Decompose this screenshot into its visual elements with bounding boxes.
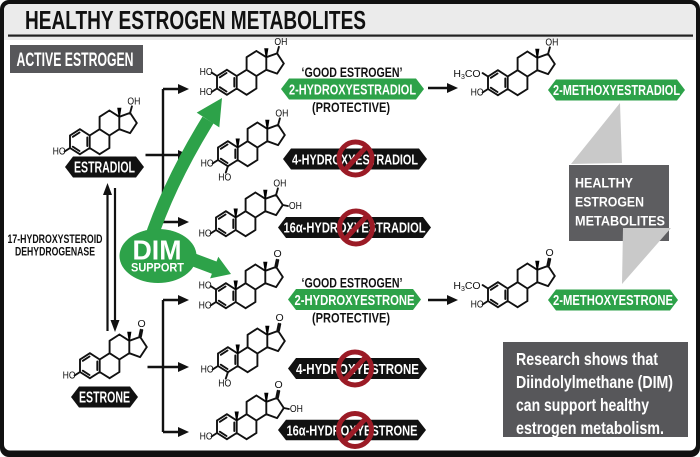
svg-text:OH: OH [273, 177, 286, 189]
svg-text:OH: OH [289, 200, 302, 212]
svg-text:O: O [275, 379, 283, 391]
svg-text:HEALTHY: HEALTHY [575, 176, 633, 191]
svg-text:(PROTECTIVE): (PROTECTIVE) [312, 99, 390, 115]
svg-text:‘GOOD ESTROGEN’: ‘GOOD ESTROGEN’ [302, 64, 403, 80]
svg-text:estrogen metabolism.: estrogen metabolism. [516, 418, 664, 438]
svg-text:OH: OH [275, 107, 288, 119]
svg-text:2-HYDROXYESTRONE: 2-HYDROXYESTRONE [295, 292, 415, 309]
svg-text:‘GOOD ESTROGEN’: ‘GOOD ESTROGEN’ [302, 275, 403, 291]
svg-text:HO: HO [201, 363, 214, 375]
svg-text:HO: HO [199, 280, 212, 292]
svg-text:HO: HO [53, 145, 66, 157]
svg-text:(PROTECTIVE): (PROTECTIVE) [312, 310, 390, 326]
svg-text:HO: HO [200, 66, 213, 78]
svg-text:DEHYDROGENASE: DEHYDROGENASE [15, 247, 95, 259]
svg-text:H3CO: H3CO [453, 68, 480, 81]
svg-text:OH: OH [290, 403, 303, 415]
svg-text:O: O [276, 312, 284, 324]
svg-text:O: O [274, 248, 282, 260]
svg-text:HEALTHY ESTROGEN METABOLITES: HEALTHY ESTROGEN METABOLITES [25, 7, 366, 35]
svg-text:HO: HO [63, 369, 76, 381]
svg-text:OH: OH [127, 95, 140, 107]
svg-text:2-METHOXYESTRADIOL: 2-METHOXYESTRADIOL [553, 83, 680, 99]
svg-text:METABOLITES: METABOLITES [575, 214, 665, 229]
svg-text:HO: HO [471, 86, 484, 98]
svg-text:SUPPORT: SUPPORT [131, 263, 184, 275]
svg-text:O: O [138, 318, 146, 330]
svg-text:ACTIVE ESTROGEN: ACTIVE ESTROGEN [17, 50, 134, 71]
svg-text:HO: HO [200, 430, 213, 442]
svg-text:HO: HO [201, 157, 214, 169]
svg-text:HO: HO [471, 298, 484, 310]
svg-text:17-HYDROXYSTEROID: 17-HYDROXYSTEROID [8, 234, 103, 246]
svg-text:2-METHOXYESTRONE: 2-METHOXYESTRONE [553, 293, 673, 309]
svg-text:HO: HO [218, 172, 231, 184]
svg-text:Research shows that: Research shows that [516, 349, 658, 369]
svg-text:HO: HO [199, 227, 212, 239]
svg-text:OH: OH [274, 36, 287, 48]
svg-text:Diindolylmethane (DIM): Diindolylmethane (DIM) [516, 372, 673, 392]
svg-text:HO: HO [199, 299, 212, 311]
svg-text:can support healthy: can support healthy [516, 395, 649, 415]
svg-text:ESTROGEN: ESTROGEN [575, 195, 644, 210]
svg-text:ESTRADIOL: ESTRADIOL [74, 159, 135, 176]
svg-text:O: O [546, 247, 554, 259]
svg-text:H3CO: H3CO [453, 280, 480, 293]
svg-text:ESTRONE: ESTRONE [79, 389, 130, 406]
svg-text:HO: HO [200, 86, 213, 98]
svg-text:HO: HO [218, 378, 231, 390]
svg-text:DIM: DIM [133, 235, 182, 266]
svg-text:2-HYDROXYESTRADIOL: 2-HYDROXYESTRADIOL [289, 81, 416, 98]
svg-text:OH: OH [545, 36, 558, 48]
